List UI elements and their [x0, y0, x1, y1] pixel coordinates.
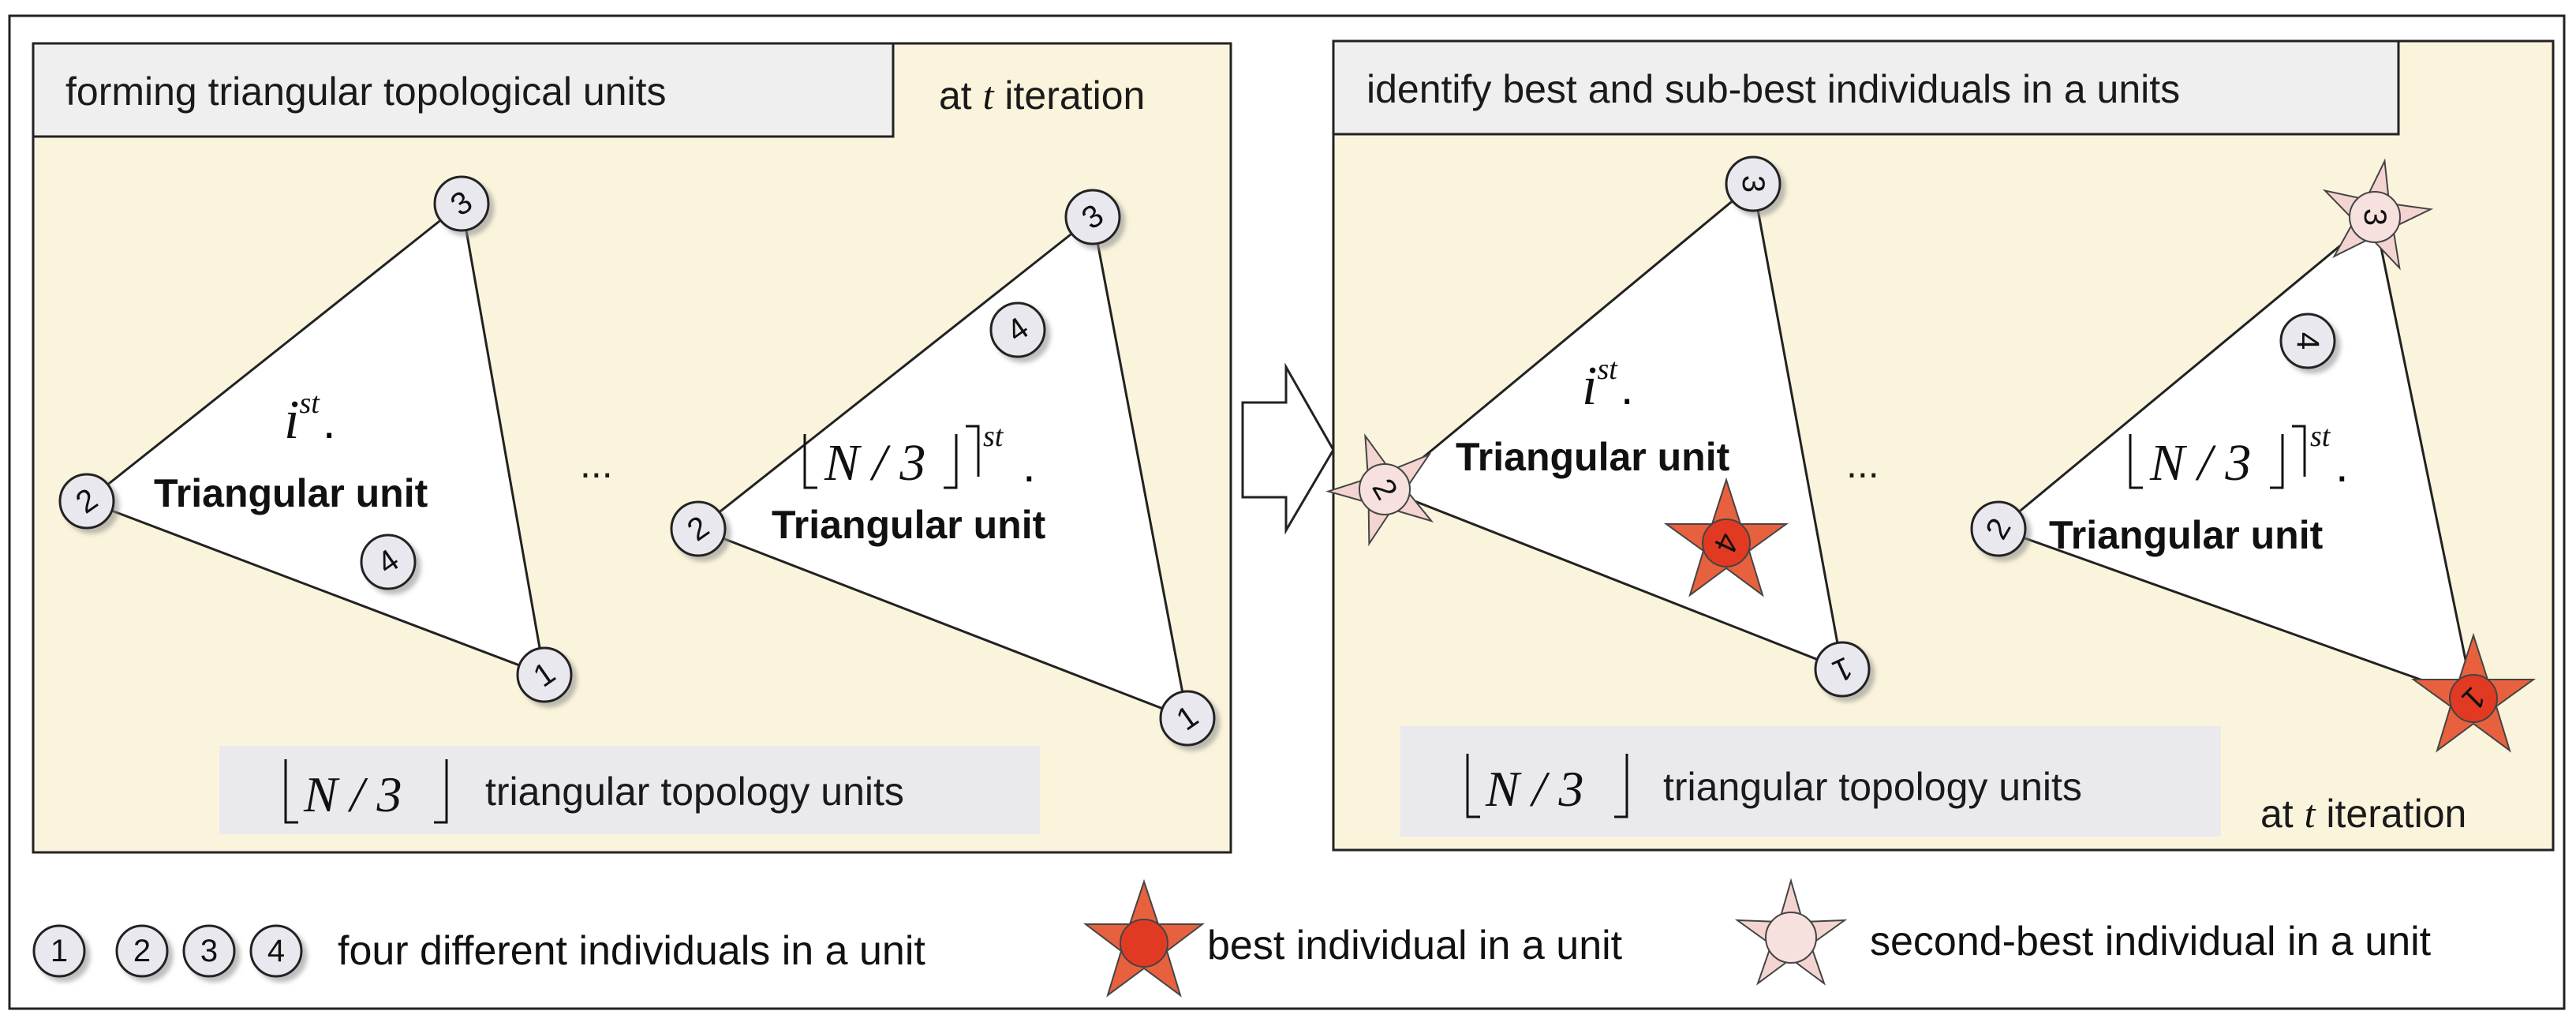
left-triangle-unit-2: N / 3 st . Triangular unit 3 2 1 4: [670, 189, 1216, 747]
left-footer-math: N / 3: [303, 766, 402, 822]
triangle-shape: [84, 201, 546, 677]
legend-second-best-text: second-best individual in a unit: [1870, 919, 2432, 964]
svg-text:4: 4: [267, 934, 285, 968]
unit-index-sup: st: [983, 420, 1004, 453]
unit-index-label: ist.: [1582, 353, 1633, 417]
floor-bracket: [2129, 425, 2306, 489]
unit-index-dot: .: [2335, 439, 2349, 492]
node-3: 3: [1064, 189, 1121, 245]
left-panel: forming triangular topological units at …: [32, 42, 1232, 854]
right-footer-box: [1400, 726, 2221, 837]
unit-index-label: N / 3: [2149, 434, 2251, 492]
unit-label: Triangular unit: [154, 471, 428, 515]
unit-label: Triangular unit: [772, 503, 1046, 547]
footer-floor-bracket: [284, 759, 448, 824]
left-triangle-unit-1: ist. Triangular unit 3 2 1 4: [58, 175, 573, 703]
node-4: 4: [360, 534, 417, 590]
right-ellipsis: ...: [1846, 442, 1879, 486]
legend-best-text: best individual in a unit: [1207, 923, 1623, 968]
left-header-text: forming triangular topological units: [65, 69, 667, 114]
unit-index-dot: .: [1023, 439, 1036, 492]
right-header-text: identify best and sub-best individuals i…: [1367, 67, 2180, 111]
node-1: 1: [1814, 641, 1871, 698]
legend-node-3: 3: [182, 924, 236, 978]
triangle-shape: [696, 215, 1189, 721]
node-1-best: 1: [2410, 632, 2537, 753]
svg-text:2: 2: [133, 934, 151, 968]
right-triangle-unit-2: N / 3 st . Triangular unit 3 2 1 4: [1970, 158, 2537, 753]
unit-index-sup: st: [2310, 420, 2331, 453]
node-2: 2: [58, 473, 115, 530]
legend-second-best-star-icon: [1734, 878, 1848, 986]
node-4: 4: [989, 301, 1046, 358]
svg-text:1: 1: [50, 934, 68, 968]
svg-text:3: 3: [2357, 208, 2392, 226]
node-2: 2: [670, 500, 727, 557]
node-3: 3: [433, 175, 490, 232]
unit-label: Triangular unit: [2049, 513, 2324, 557]
transition-arrow: [1241, 362, 1335, 535]
left-header-box: [32, 42, 895, 138]
right-footer-math: N / 3: [1485, 761, 1583, 817]
right-header-box: [1332, 39, 2400, 136]
node-2-second-best: 2: [1325, 432, 1434, 547]
node-4: 4: [2279, 313, 2336, 369]
legend-node-4: 4: [249, 924, 303, 978]
left-footer-text: triangular topology units: [485, 770, 904, 814]
left-footer-box: [219, 746, 1040, 834]
right-footer-text: triangular topology units: [1663, 765, 2082, 809]
footer-floor-bracket: [1466, 754, 1628, 818]
left-ellipsis: ...: [580, 442, 613, 486]
legend-individuals-text: four different individuals in a unit: [338, 928, 925, 974]
node-1: 1: [516, 646, 573, 703]
unit-index-label: N / 3: [824, 434, 925, 492]
right-triangle-unit-1: ist. Triangular unit 3 2 1 4: [1325, 155, 1871, 698]
legend: 1 2 3 4 four different individuals in a …: [32, 878, 2432, 998]
node-3-second-best: 3: [2322, 158, 2434, 271]
unit-label: Triangular unit: [1456, 435, 1730, 479]
node-1: 1: [1159, 690, 1216, 747]
svg-text:4: 4: [2290, 332, 2325, 350]
legend-best-star-icon: [1083, 878, 1205, 998]
right-iteration-label: at t iteration: [2260, 792, 2466, 836]
unit-index-label: ist.: [284, 387, 335, 451]
left-iteration-label: at t iteration: [939, 73, 1145, 118]
legend-node-2: 2: [115, 924, 169, 978]
svg-text:3: 3: [200, 934, 218, 968]
node-4-best: 4: [1663, 477, 1789, 597]
node-3: 3: [1725, 155, 1782, 212]
legend-node-1: 1: [32, 924, 86, 978]
floor-bracket: [803, 425, 980, 489]
right-panel: identify best and sub-best individuals i…: [1325, 39, 2555, 852]
node-2: 2: [1970, 500, 2027, 557]
svg-text:3: 3: [1736, 175, 1770, 193]
triangle-shape: [1996, 215, 2476, 701]
